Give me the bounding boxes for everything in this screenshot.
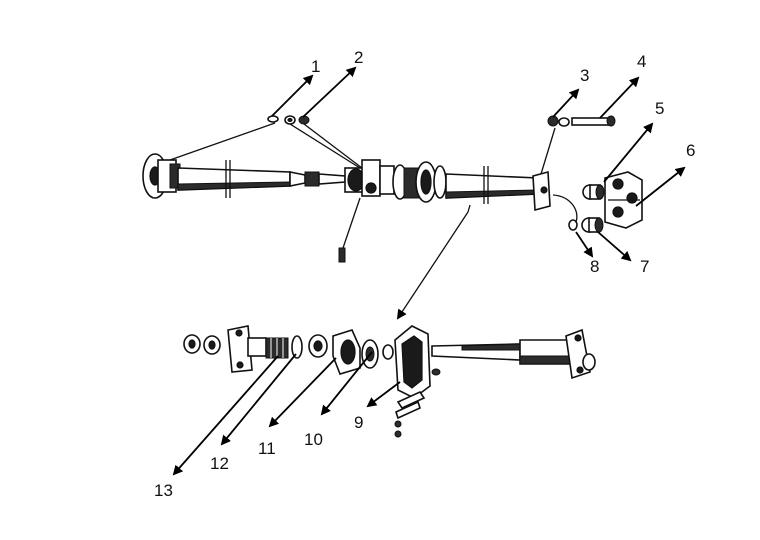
detail-leader [396,211,469,320]
leader-8 [575,231,594,258]
leader-3 [552,88,580,118]
leader-7 [597,231,632,262]
companion-flange [227,325,267,373]
seal-ring [382,344,394,360]
center-universal-joint [344,159,395,197]
grease-fitting [338,197,361,263]
front-shaft-tube [177,160,346,198]
callout-9: 9 [354,413,363,432]
callout-11: 11 [258,439,276,458]
leader-4 [599,76,640,119]
bolt-nut-washer-set [547,115,616,127]
small-washer [568,219,578,231]
callout-2: 2 [354,48,363,67]
splined-sleeve [265,337,289,359]
slip-yoke-shaft [431,328,596,380]
front-flange-yoke [142,153,181,199]
callout-12: 12 [210,454,229,473]
center-bearing [332,329,361,375]
callout-10: 10 [304,430,323,449]
callout-8: 8 [590,257,599,276]
support-bracket [394,325,431,438]
leader-12 [220,353,297,446]
flexible-coupling [604,171,643,229]
callout-leaders [172,66,686,476]
retaining-nut [308,334,328,358]
callout-13: 13 [154,481,173,500]
callout-labels: 1 2 3 4 5 6 7 8 9 10 11 12 13 [154,48,695,500]
leader-1 [271,74,314,117]
leader-9 [366,381,401,408]
leader-10 [320,351,373,416]
rear-flange [532,170,551,212]
callout-5: 5 [655,99,664,118]
leader-5 [603,122,654,183]
spacer-sleeve [581,217,604,233]
mounting-bolt [431,368,441,376]
nut-and-washer-pair [267,115,310,125]
callout-3: 3 [580,66,589,85]
leader-11 [268,357,337,428]
leader-2 [302,66,357,118]
rear-shaft-tube [445,166,539,204]
callout-4: 4 [637,52,646,71]
leader-6 [635,166,686,207]
center-bearing-section [392,161,447,203]
callout-6: 6 [686,141,695,160]
rubber-bushing [582,184,605,200]
lower-exploded-assembly [183,325,596,438]
callout-7: 7 [640,257,649,276]
leader-13 [172,355,279,476]
upper-drive-shaft-assembly [142,115,643,263]
callout-1: 1 [311,57,320,76]
lock-nuts [183,334,221,355]
thrust-washer [291,335,303,359]
